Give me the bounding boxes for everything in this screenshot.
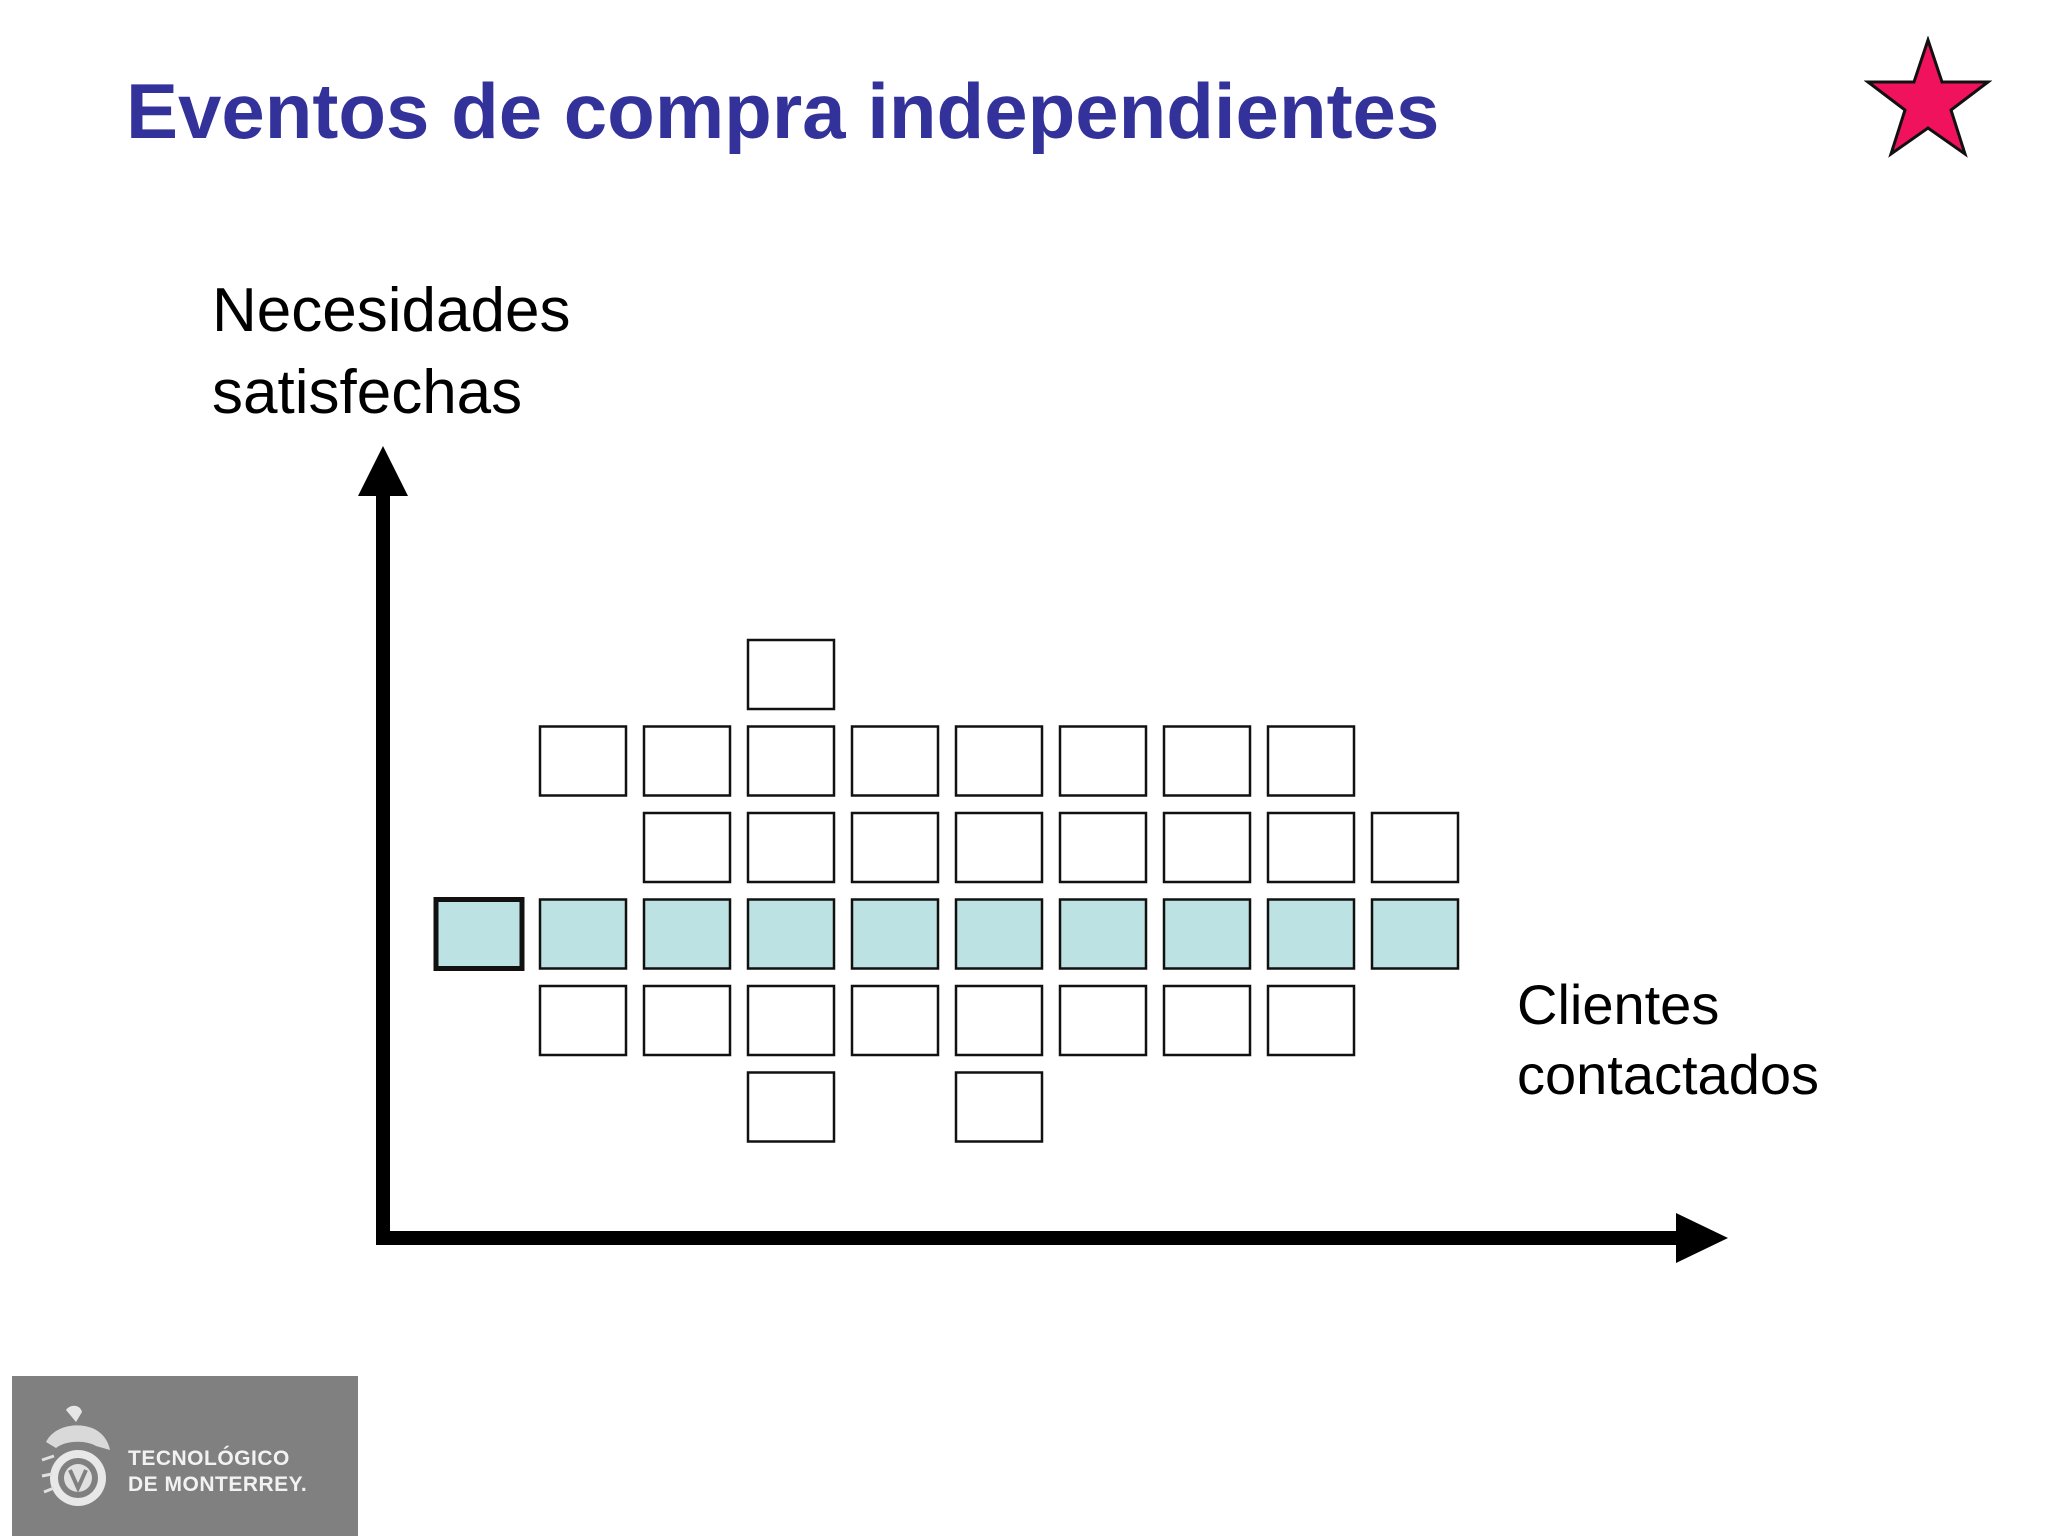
x-axis-arrowhead	[1676, 1213, 1728, 1263]
grid-cell-filled	[1266, 898, 1356, 970]
grid-cell	[746, 811, 836, 884]
grid-cell	[642, 984, 732, 1057]
y-axis-label: Necesidades satisfechas	[212, 270, 570, 434]
grid-cell	[1162, 725, 1252, 797]
grid-cell	[1162, 984, 1252, 1057]
y-axis-label-line2: satisfechas	[212, 358, 523, 427]
grid-cell	[1266, 811, 1356, 884]
x-axis-label-line2: contactados	[1517, 1043, 1819, 1106]
grid-cell	[642, 725, 732, 797]
grid-cell	[1058, 984, 1148, 1057]
y-axis-label-line1: Necesidades	[212, 276, 571, 345]
logo-text-line2: DE MONTERREY.	[128, 1473, 308, 1496]
institution-seal-icon	[41, 1405, 110, 1506]
grid-cell-highlighted	[433, 897, 525, 971]
grid-cell-filled	[1058, 898, 1148, 970]
grid-cell	[850, 725, 940, 797]
grid-cell	[1370, 811, 1460, 884]
grid-cell	[850, 811, 940, 884]
grid-cell-filled	[1162, 898, 1252, 970]
y-axis-arrowhead	[358, 446, 408, 496]
grid-cell	[1058, 725, 1148, 797]
grid-cell	[538, 725, 628, 797]
institution-logo: TECNOLÓGICO DE MONTERREY.	[12, 1376, 358, 1536]
star-icon	[1864, 36, 1992, 158]
grid-cell	[954, 811, 1044, 884]
grid-cell	[746, 1071, 836, 1143]
grid-cell	[850, 984, 940, 1057]
slide-title: Eventos de compra independientes	[126, 67, 1440, 155]
grid-cell	[642, 811, 732, 884]
grid-cell	[1162, 811, 1252, 884]
grid-cell-filled	[954, 898, 1044, 970]
grid-cell	[746, 638, 836, 711]
logo-text-line1: TECNOLÓGICO	[128, 1447, 290, 1470]
grid-cell	[954, 725, 1044, 797]
grid-cell	[1266, 984, 1356, 1057]
grid-cell	[746, 725, 836, 797]
logo-text: TECNOLÓGICO DE MONTERREY.	[128, 1446, 307, 1498]
grid-cell-filled	[642, 898, 732, 970]
grid-cells	[433, 638, 1460, 1143]
grid-cell	[1266, 725, 1356, 797]
grid-cell-filled	[538, 898, 628, 970]
grid-cell	[954, 984, 1044, 1057]
grid-cell	[746, 984, 836, 1057]
x-axis-label-line1: Clientes	[1517, 973, 1720, 1036]
x-axis-label: Clientes contactados	[1517, 970, 1819, 1110]
grid-cell-filled	[850, 898, 940, 970]
grid-cell-filled	[746, 898, 836, 970]
grid-cell	[538, 984, 628, 1057]
grid-cell-filled	[1370, 898, 1460, 970]
grid-cell	[1058, 811, 1148, 884]
grid-cell	[954, 1071, 1044, 1143]
